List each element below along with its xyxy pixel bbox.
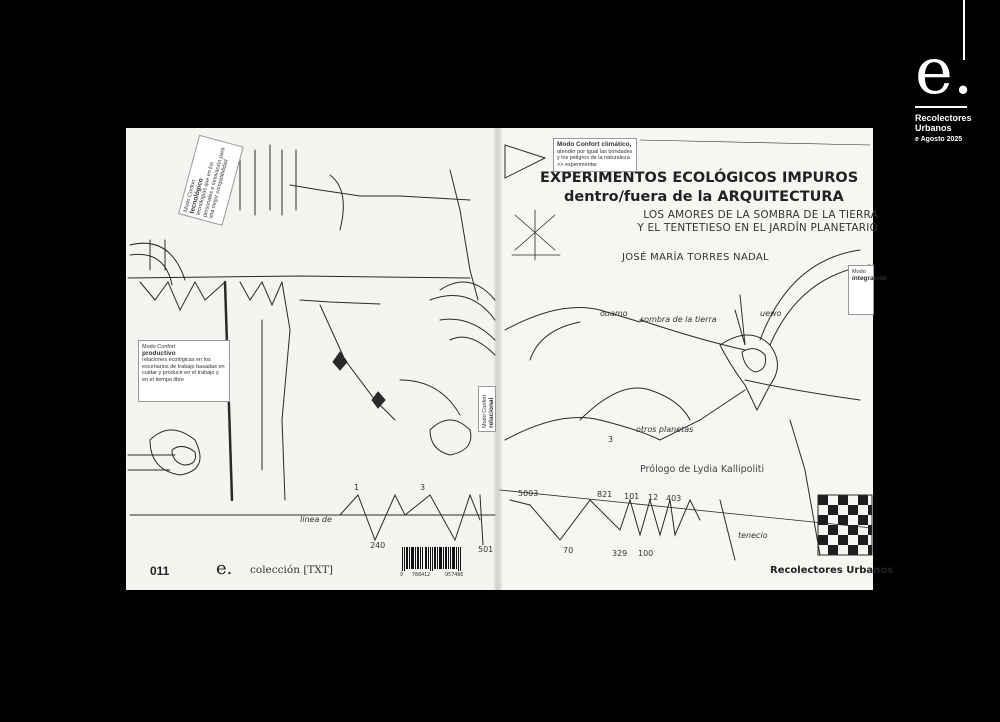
note-confort-productivo: Modo Confort productivo relaciones ecoló… [138, 340, 230, 402]
sketch-label: sombra de la tierra [640, 315, 717, 324]
isbn-middle: 788412 [412, 572, 431, 578]
sketch-label: otros planetas [636, 425, 693, 434]
sketch-number: 5003 [518, 489, 538, 498]
logo-date: e Agosto 2025 [915, 136, 963, 143]
prologue-credit: Prólogo de Lydia Kallipoliti [640, 464, 765, 475]
sketch-number: 240 [370, 541, 385, 550]
publisher-logo: e. Recolectores Urbanos e Agosto 2025 [915, 0, 995, 143]
logo-rule [915, 106, 967, 108]
book-subtitle: LOS AMORES DE LA SOMBRA DE LA TIERRA Y E… [578, 209, 878, 235]
note-confort-climatico: Modo Confort climático, atender por igua… [553, 138, 637, 172]
note-emphasis: productivo [142, 349, 176, 357]
logo-divider [963, 0, 965, 60]
note-body: atender por igual las bondades y los pel… [557, 148, 633, 168]
series-number: 011 [150, 564, 170, 578]
sketch-number: 12 [648, 493, 658, 502]
sketch-label: tenecio [738, 531, 768, 540]
book-author: JOSÉ MARÍA TORRES NADAL [622, 252, 769, 263]
front-publisher-name: Recolectores Urbanos [770, 565, 894, 576]
note-integracion: Modo integración [848, 265, 887, 315]
sketch-number: 1 [354, 483, 359, 492]
subtitle-line2: Y EL TENTETIESO EN EL JARDÍN PLANETARIO [637, 222, 878, 234]
book-title-line2: dentro/fuera de la ARQUITECTURA [564, 189, 844, 205]
sketch-number: 501 [478, 545, 493, 554]
logo-name-line1: Recolectores [915, 113, 972, 123]
subtitle-line1: LOS AMORES DE LA SOMBRA DE LA TIERRA [643, 209, 878, 221]
sketch-number: 821 [597, 490, 612, 499]
book-spine [494, 128, 502, 590]
sketch-number: 100 [638, 549, 653, 558]
logo-name-line2: Urbanos [915, 123, 952, 133]
isbn-suffix: 957486 [445, 572, 464, 578]
barcode [402, 547, 461, 571]
sketch-number: 3 [420, 483, 425, 492]
sketch-number: 70 [563, 546, 573, 555]
note-confort-relacional: Modo Confort relacional [478, 386, 496, 432]
note-body: integración [852, 274, 888, 282]
sketch-number: 3 [608, 435, 613, 444]
note-heading: Modo Confort climático, [557, 141, 632, 148]
note-heading: Modo [852, 269, 866, 275]
sketch-label: ouamo [600, 309, 628, 318]
collection-label: colección [TXT] [250, 564, 333, 576]
note-heading: Modo Confort [142, 344, 176, 350]
note-body: relaciones ecológicas en los escenarios … [142, 357, 225, 383]
note-emphasis: relacional [487, 397, 495, 428]
sketch-label: linea de [300, 515, 332, 524]
sketch-number: 101 [624, 492, 639, 501]
sketch-label: uewo [760, 309, 782, 318]
book-title: EXPERIMENTOS ECOLÓGICOS IMPUROS [540, 170, 859, 186]
isbn-prefix: 9 [400, 572, 404, 578]
sketch-number: 403 [666, 494, 681, 503]
front-cover [498, 128, 873, 590]
isbn-digits: 9 788412 957486 [400, 572, 463, 578]
sketch-number: 329 [612, 549, 627, 558]
back-logo-mark: e. [216, 558, 233, 579]
